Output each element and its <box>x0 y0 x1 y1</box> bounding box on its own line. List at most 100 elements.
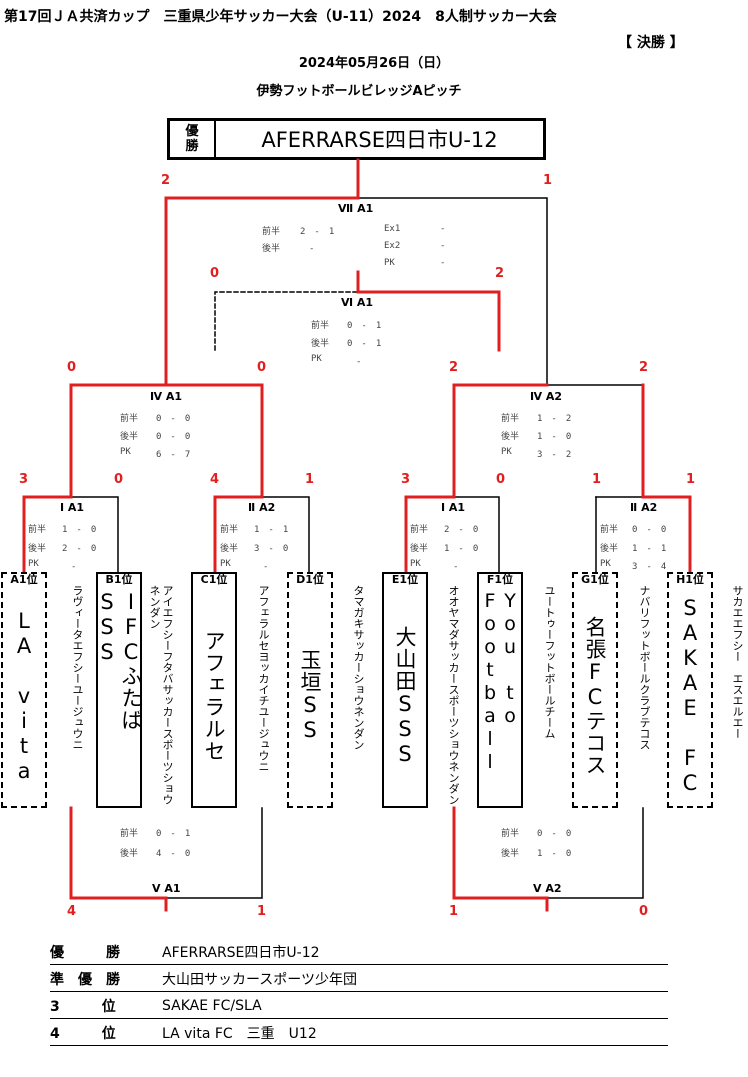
sf-left-score-right: 0 <box>257 360 267 375</box>
qf4-row1-label: 前半 <box>600 525 619 535</box>
team-name-h: SAKAE FC <box>678 596 702 796</box>
cons-left-label: Ⅴ A1 <box>152 882 181 895</box>
team-name-f: You to Football <box>479 590 521 774</box>
qf3-row2-score: 1 - 0 <box>444 544 479 554</box>
qf1-row3-score: - <box>62 562 77 572</box>
team-box-a <box>1 572 47 808</box>
qf1-red <box>22 495 73 574</box>
ranking-team: 大山田サッカースポーツ少年団 <box>162 971 358 988</box>
ranking-place: 準 優 勝 <box>50 971 120 988</box>
stage-label: 【 決勝 】 <box>618 35 684 51</box>
qf1-label: Ⅰ A1 <box>60 501 85 514</box>
final-row1-label: 前半 <box>262 227 281 237</box>
ranking-row: 準 優 勝 大山田サッカースポーツ少年団 <box>50 966 668 992</box>
cons-left-row1-score: 0 - 1 <box>156 829 191 839</box>
ranking-team: LA vita FC 三重 U12 <box>162 1025 317 1042</box>
qf1-score-left: 3 <box>19 472 29 487</box>
sf-right-score-right: 2 <box>639 360 649 375</box>
third-row3-score: - <box>347 357 362 367</box>
final-ex2-score: - <box>440 241 446 251</box>
qf4-label: Ⅱ A2 <box>630 501 658 514</box>
qf3-row3-label: PK <box>410 559 421 569</box>
champion-tag-bottom: 勝 <box>185 139 199 154</box>
team-slot-a: A1位 <box>10 573 38 586</box>
final-label: Ⅶ A1 <box>338 202 374 215</box>
team-kana-d: タマガキサッカーショウネンダン <box>352 585 365 750</box>
qf3-row1-score: 2 - 0 <box>444 525 479 535</box>
cons-right-red <box>452 806 549 912</box>
team-name-b: IFCふたばSSS <box>95 590 143 731</box>
qf1-row2-score: 2 - 0 <box>62 544 97 554</box>
sf-right-row2-label: 後半 <box>501 432 520 442</box>
team-kana-a: ラヴィータエフシーユージュウニ <box>71 585 84 750</box>
tournament-title: 第17回ＪＡ共済カップ 三重県少年サッカー大会（U-11）2024 8人制サッカ… <box>4 9 557 25</box>
cons-left-row1-label: 前半 <box>120 829 139 839</box>
qf1-score-right: 0 <box>114 472 124 487</box>
team-slot-h: H1位 <box>676 573 704 586</box>
cons-right-line-right <box>546 807 644 899</box>
champion-tag-top: 優 <box>185 124 199 139</box>
ranking-place: 3 位 <box>50 998 116 1015</box>
qf3-line-right <box>453 496 500 573</box>
final-score-right: 1 <box>543 173 553 188</box>
third-row3-label: PK <box>311 354 322 364</box>
ranking-place: 4 位 <box>50 1025 116 1042</box>
bracket-red-lines <box>22 158 692 912</box>
qf1-row1-score: 1 - 0 <box>62 525 97 535</box>
third-row1-score: 0 - 1 <box>347 321 382 331</box>
sf-right-row3-label: PK <box>501 447 512 457</box>
final-line-right <box>357 197 548 386</box>
sf-right-row1-score: 1 - 2 <box>537 414 572 424</box>
qf3-row1-label: 前半 <box>410 525 429 535</box>
sf-right-red <box>452 383 549 499</box>
team-box-f <box>477 572 523 808</box>
sf-right-label: Ⅳ A2 <box>530 390 563 403</box>
qf2-line-right <box>261 496 310 573</box>
cons-left-row2-score: 4 - 0 <box>156 849 191 859</box>
cons-right-score-left: 1 <box>449 904 459 919</box>
qf4-score-right: 1 <box>686 472 696 487</box>
qf4-row2-label: 後半 <box>600 544 619 554</box>
sf-right-row3-score: 3 - 2 <box>537 450 572 460</box>
third-row2-score: 0 - 1 <box>347 339 382 349</box>
sf-left-red-a <box>69 383 168 499</box>
qf2-row2-score: 3 - 0 <box>254 544 289 554</box>
cons-right-row2-label: 後半 <box>501 849 520 859</box>
qf3-score-left: 3 <box>401 472 411 487</box>
sf-left-row2-score: 0 - 0 <box>156 432 191 442</box>
champion-box: 優 勝 AFERRARSE四日市U-12 <box>167 118 546 160</box>
ranking-team: SAKAE FC/SLA <box>162 997 262 1014</box>
qf1-row1-label: 前半 <box>28 525 47 535</box>
champion-name: AFERRARSE四日市U-12 <box>261 128 498 152</box>
qf2-row3-score: - <box>254 562 269 572</box>
team-box-h <box>667 572 713 808</box>
venue: 伊勢フットボールビレッジAピッチ <box>256 84 462 99</box>
sf-left-red-b <box>164 383 264 499</box>
team-kana-b: アイエフシーフタバサッカースポーツショウネンダン <box>148 585 174 805</box>
sf-left-score-left: 0 <box>67 360 77 375</box>
cons-right-score-right: 0 <box>639 904 649 919</box>
cons-left-line-right <box>165 807 263 899</box>
final-ex2-label: Ex2 <box>384 241 401 251</box>
final-red <box>164 158 360 387</box>
third-red <box>356 270 501 352</box>
sf-right-score-left: 2 <box>449 360 459 375</box>
final-row1-score: 2 - 1 <box>300 227 335 237</box>
champion-tag: 優 勝 <box>170 121 216 157</box>
sf-left-label: Ⅳ A1 <box>150 390 183 403</box>
final-row2-score: - <box>300 244 315 254</box>
qf4-red <box>641 383 692 574</box>
qf2-red <box>213 495 264 574</box>
third-score-left: 0 <box>210 266 220 281</box>
third-row1-label: 前半 <box>311 321 330 331</box>
qf2-score-left: 4 <box>210 472 220 487</box>
qf4-row1-score: 0 - 0 <box>632 525 667 535</box>
cons-left-row2-label: 後半 <box>120 849 139 859</box>
sf-left-row1-score: 0 - 0 <box>156 414 191 424</box>
third-line-left <box>214 291 359 351</box>
team-box-g <box>572 572 618 808</box>
final-pk-score: - <box>440 258 446 268</box>
third-row2-label: 後半 <box>311 339 330 349</box>
cons-right-row1-label: 前半 <box>501 829 520 839</box>
qf4-score-left: 1 <box>592 472 602 487</box>
